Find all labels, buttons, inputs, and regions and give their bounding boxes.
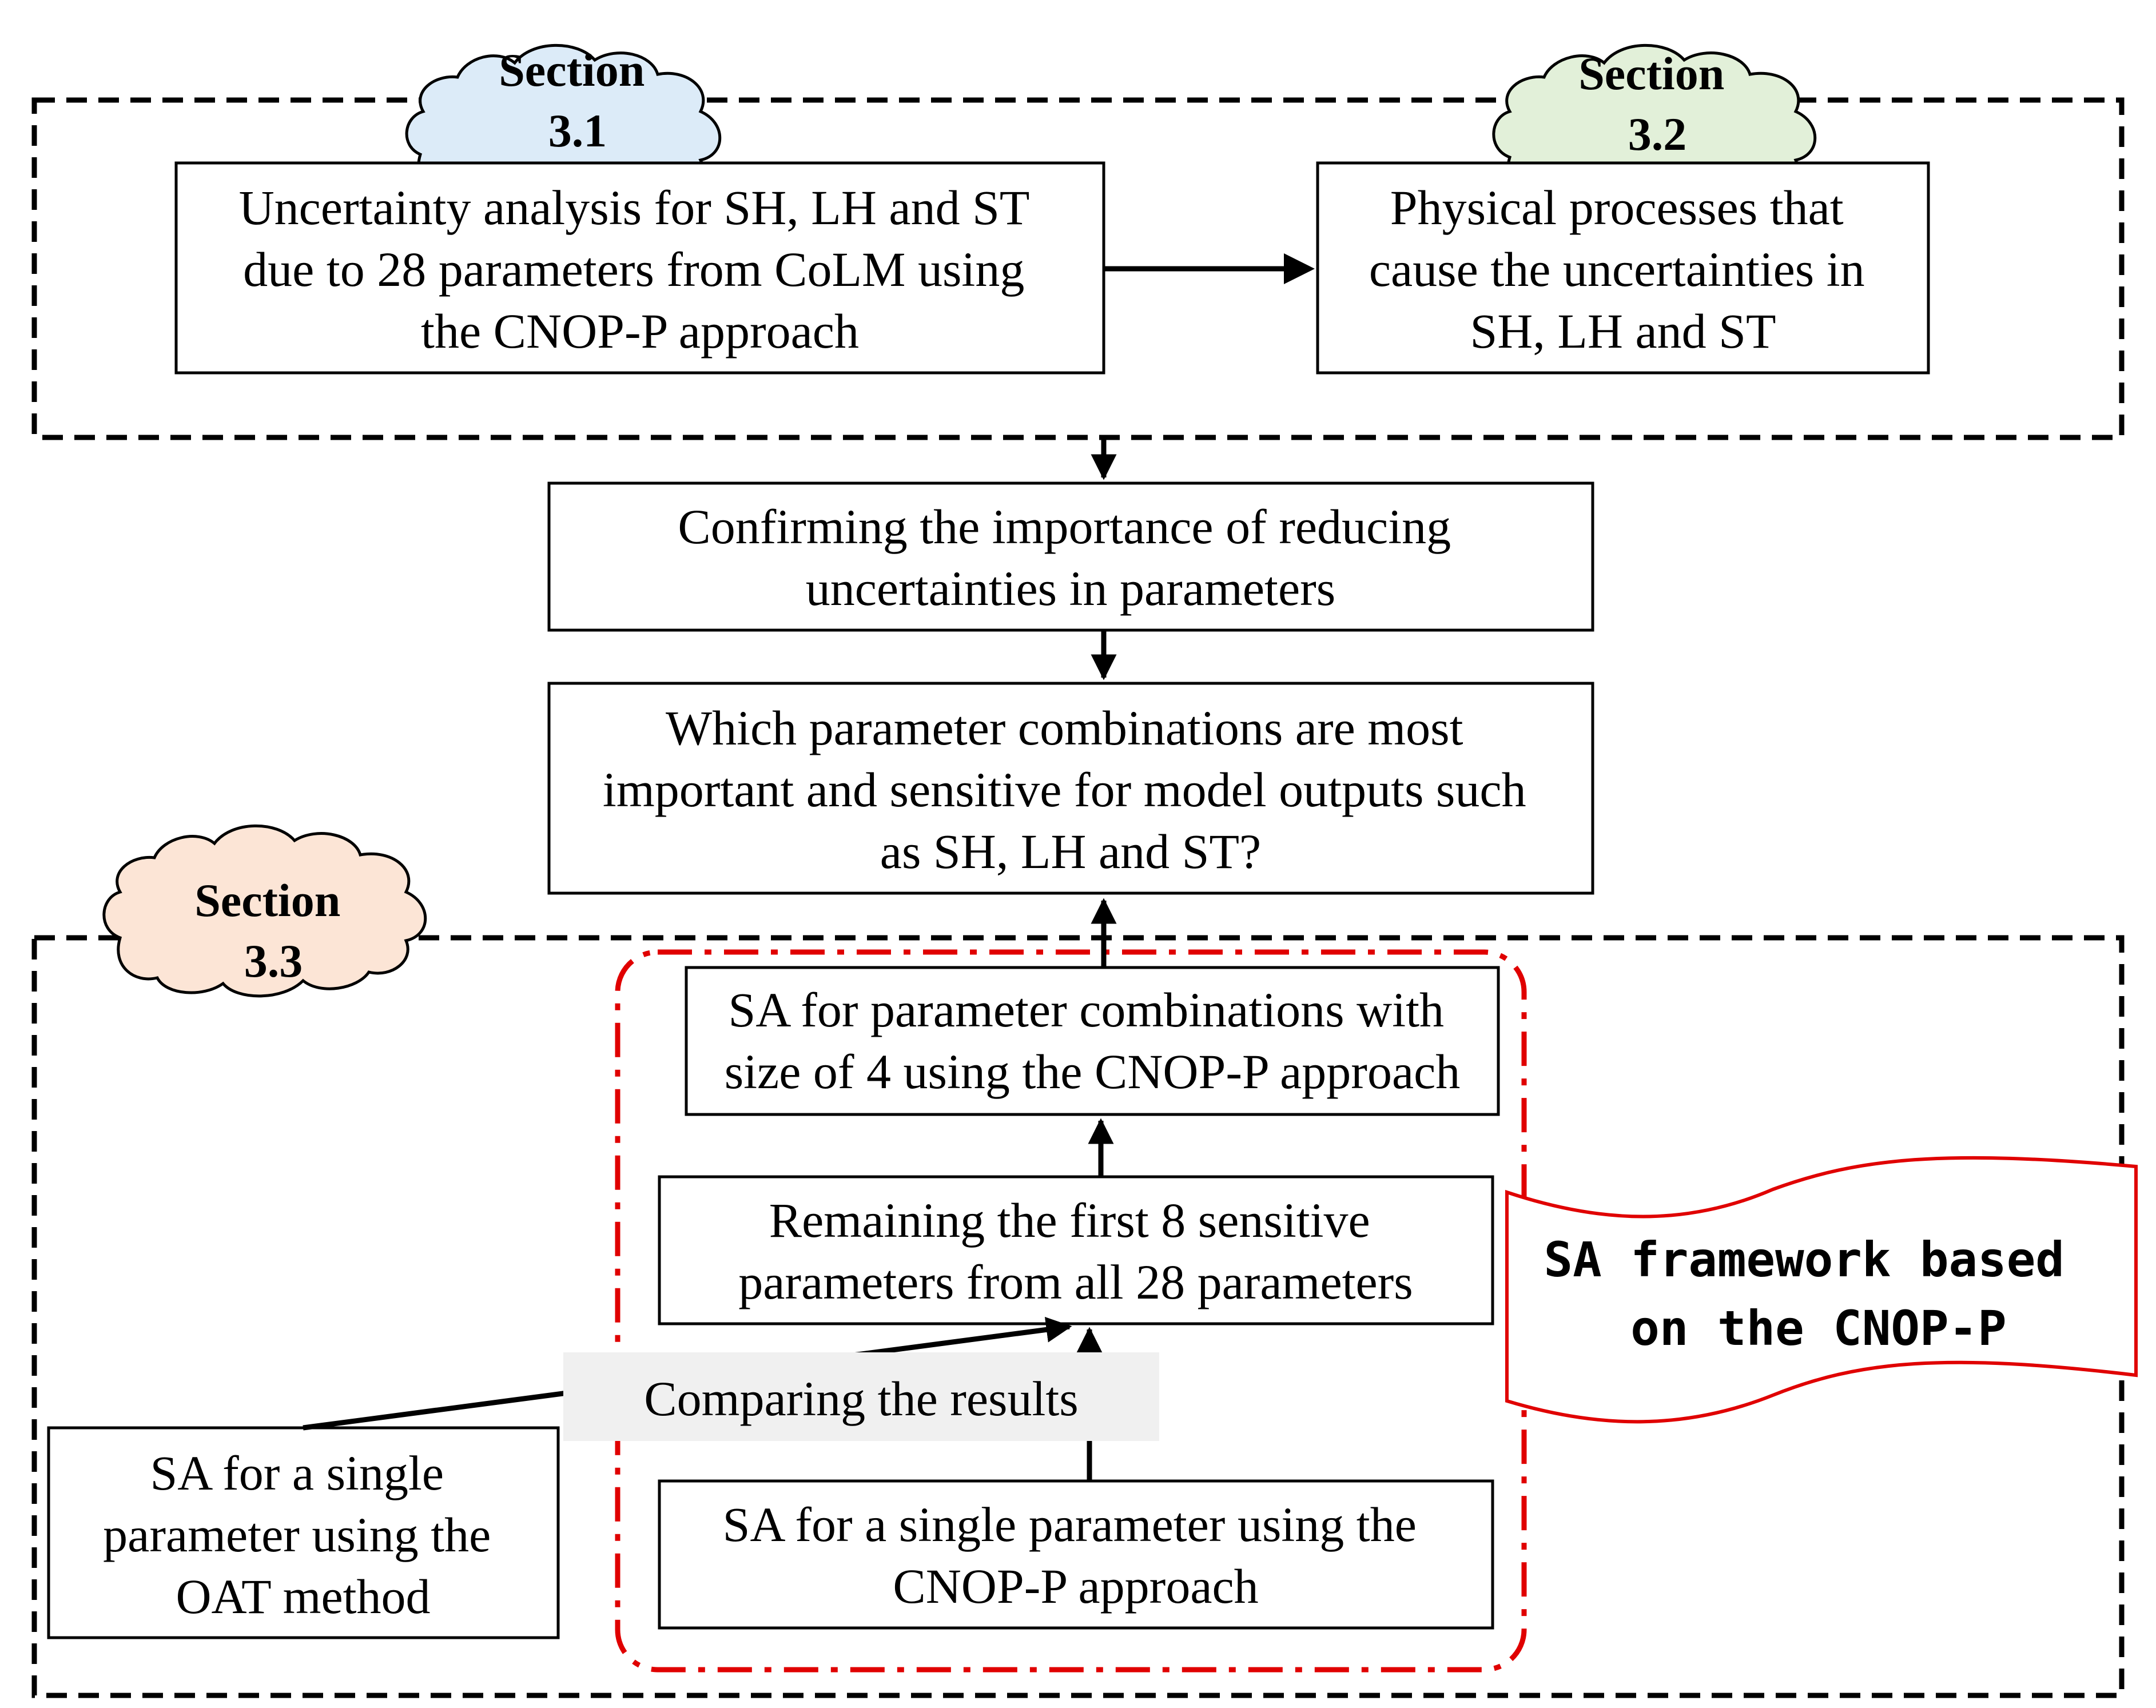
svg-text:Physical processes that: Physical processes that cause the uncert… — [1369, 180, 1877, 359]
key-question-box: Which parameter combinations are most im… — [547, 682, 1594, 895]
sa-parameter-combinations-box: SA for parameter combinations with size … — [685, 966, 1500, 1116]
section-3-2-label: Section 3.2 — [1578, 47, 1736, 160]
sa-framework-banner: SA framework based on the CNOP-P — [1505, 1156, 2138, 1424]
svg-text:Uncertainty analysis for SH, L: Uncertainty analysis for SH, LH and ST d… — [239, 180, 1041, 359]
svg-text:Remaining the first 8 sensitiv: Remaining the first 8 sensitive paramete… — [738, 1193, 1413, 1309]
section-3-1-2-container — [31, 97, 2125, 440]
sa-single-parameter-cnop-box: SA for a single parameter using the CNOP… — [658, 1479, 1494, 1630]
section-3-1-label: Section 3.1 — [499, 44, 657, 157]
uncertainty-analysis-box: Uncertainty analysis for SH, LH and ST d… — [174, 161, 1105, 375]
svg-text:Confirming the importance of r: Confirming the importance of reducing un… — [678, 499, 1463, 616]
svg-text:SA for a single parameter usin: SA for a single parameter using the CNOP… — [723, 1497, 1429, 1614]
physical-processes-box: Physical processes that cause the uncert… — [1316, 161, 1930, 375]
sa-single-parameter-oat-box: SA for a single parameter using the OAT … — [47, 1426, 560, 1639]
section-3-3-cloud: Section 3.3 — [102, 824, 427, 998]
svg-text:SA framework based on th: SA framework based on the CNOP-P — [1544, 1232, 2094, 1356]
comparing-results-label: Comparing the results — [563, 1352, 1159, 1441]
svg-text:Which parameter combinations a: Which parameter combinations are most im… — [603, 700, 1538, 879]
section-3-3-label: Section 3.3 — [194, 874, 352, 987]
svg-text:SA for a single paramete: SA for a single parameter using the OAT … — [103, 1446, 503, 1624]
svg-text:Comparing the results: Comparing the results — [644, 1371, 1079, 1426]
confirming-importance-box: Confirming the importance of reducing un… — [547, 481, 1594, 632]
svg-text:SA for parameter combinations: SA for parameter combinations with size … — [725, 982, 1461, 1099]
remaining-sensitive-parameters-box: Remaining the first 8 sensitive paramete… — [658, 1175, 1494, 1325]
